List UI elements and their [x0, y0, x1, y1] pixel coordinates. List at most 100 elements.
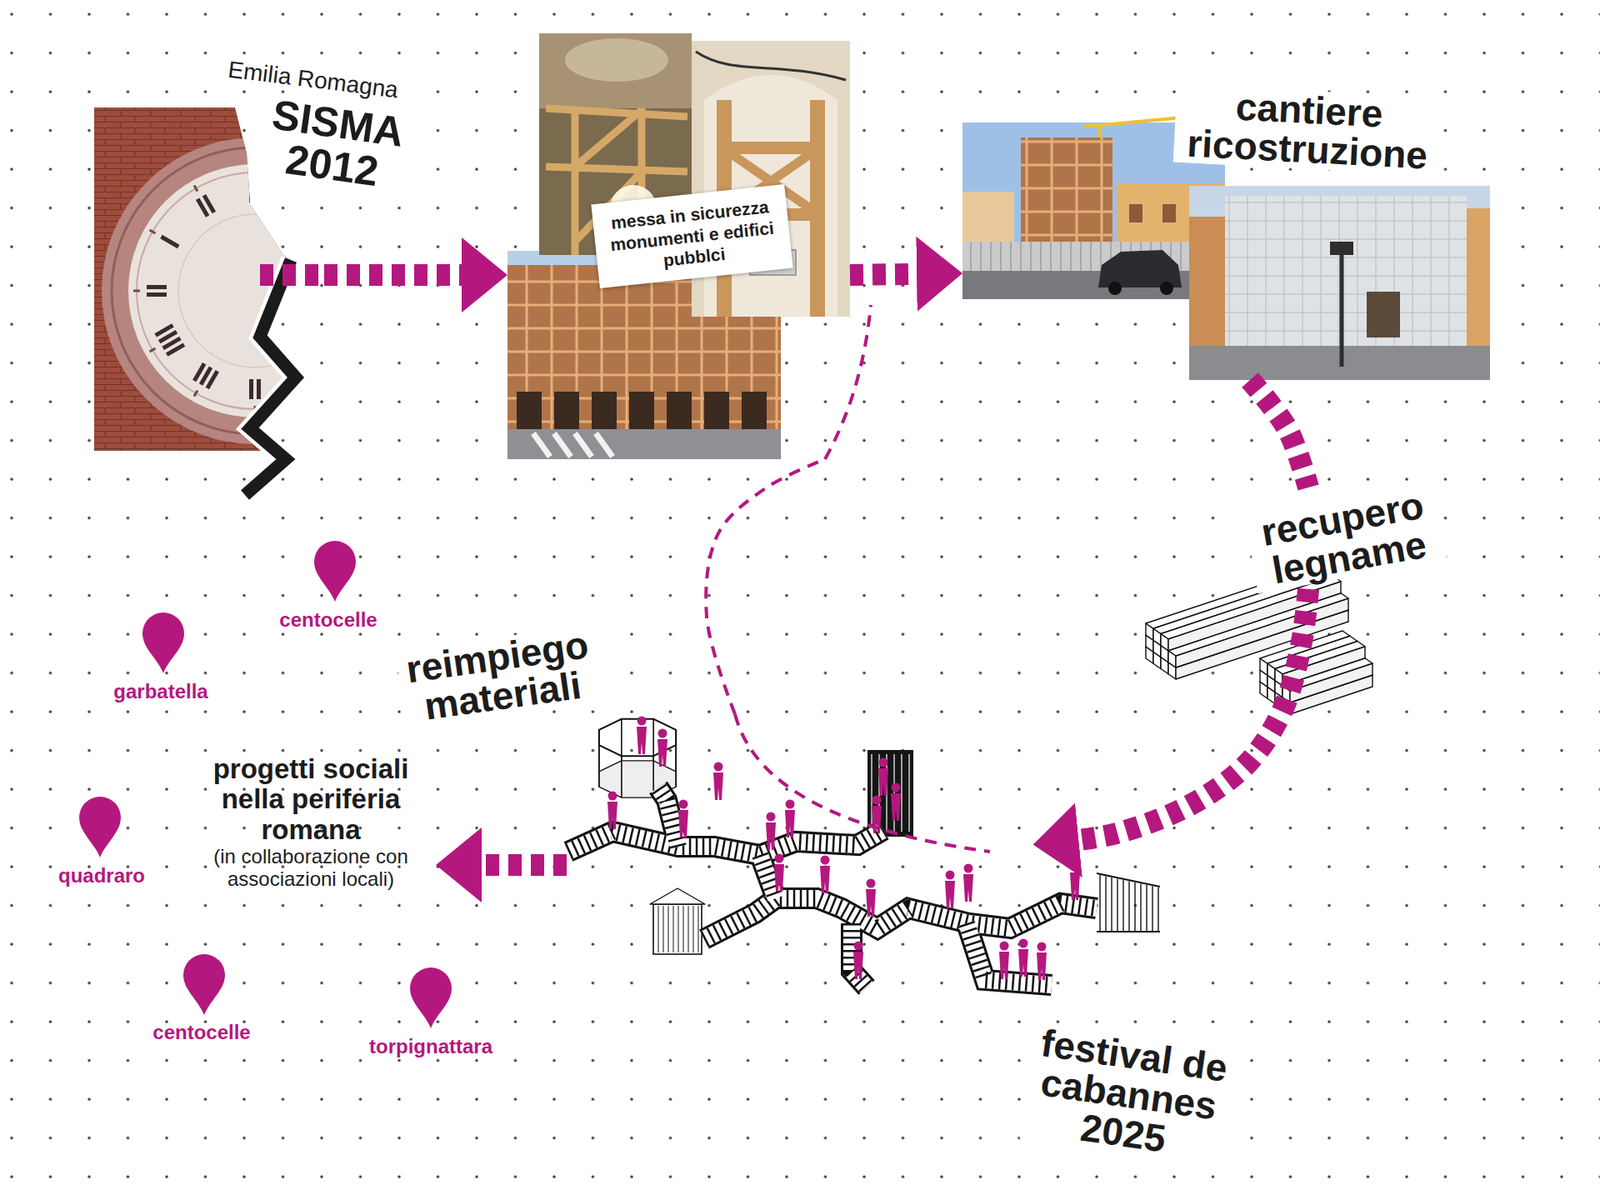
festival-walkway-drawing	[1122, 880, 1124, 932]
clock-numeral-marks	[150, 230, 156, 234]
festival-walkway-drawing	[851, 923, 867, 988]
flow-arrow	[850, 274, 930, 275]
clock-numeral-marks	[256, 379, 261, 400]
festival-walkway-drawing	[1018, 949, 1029, 977]
clock-numeral-marks	[160, 235, 180, 249]
festival-walkway-drawing	[867, 750, 914, 837]
festival-walkway-drawing	[908, 754, 910, 832]
festival-walkway-drawing	[854, 941, 864, 951]
map-pin	[183, 954, 225, 1015]
clock-numeral-marks	[249, 379, 261, 400]
clock-numeral-marks	[343, 296, 364, 301]
construction-photo	[1160, 281, 1174, 295]
festival-walkway-drawing	[870, 754, 872, 832]
festival-walkway-drawing	[568, 830, 884, 855]
interior-photo	[716, 141, 825, 155]
construction-photo	[962, 241, 1225, 271]
timber-recovery: recupero legname	[1241, 487, 1450, 590]
reuse-loop-part	[825, 305, 871, 460]
clock-numeral-marks	[133, 169, 377, 413]
festival-walkway-drawing	[678, 905, 680, 953]
festival-walkway-drawing	[568, 830, 884, 855]
festival-walkway-drawing	[963, 874, 974, 902]
clock-numeral-marks	[312, 185, 316, 192]
festival-walkway-drawing	[890, 793, 901, 821]
arrow-tail	[260, 264, 325, 286]
festival-walkway-drawing	[1110, 877, 1112, 932]
clock-numeral-marks	[160, 235, 180, 249]
festival-walkway-drawing	[1099, 875, 1100, 932]
clock-numeral-marks	[297, 195, 311, 215]
festival-walkway-drawing	[657, 739, 668, 767]
place-name: centocelle	[279, 608, 377, 632]
clock-numeral-marks	[249, 182, 254, 203]
flow-arrow	[1065, 589, 1309, 842]
clock-numeral-marks	[312, 390, 316, 397]
interior-photo	[695, 51, 846, 80]
clock-tower-photo	[136, 172, 374, 410]
earthquake-photo: Emilia RomagnaSISMA 2012	[94, 107, 325, 451]
clock-numeral-marks	[195, 194, 216, 218]
festival-walkway-drawing	[636, 726, 647, 755]
festival-walkway-drawing	[1019, 939, 1029, 949]
construction-photo	[1366, 291, 1400, 338]
festival-walkway-drawing	[693, 905, 695, 953]
festival-walkway-drawing	[1036, 952, 1047, 980]
clock-numeral-marks	[343, 289, 364, 294]
festival-walkway-drawing	[785, 810, 795, 838]
clock-numeral-marks	[192, 362, 206, 382]
festival-walkway-drawing	[673, 905, 675, 953]
step-heading: festival de cabannes 2025	[1019, 1022, 1238, 1167]
festival-walkway-drawing	[608, 791, 618, 801]
festival-walkway-drawing	[663, 905, 665, 953]
festival-walkway-drawing	[1157, 887, 1159, 932]
map-pin	[142, 612, 185, 674]
festival-walkway-drawing	[774, 864, 785, 892]
clock-numeral-marks	[332, 330, 352, 344]
festival-walkway-drawing	[853, 951, 864, 980]
place-name: quadraro	[58, 864, 145, 888]
building-photo	[629, 391, 655, 430]
festival-walkway-drawing	[879, 758, 889, 768]
festival-walkway-drawing	[760, 855, 776, 899]
festival-walkway-drawing	[1096, 873, 1160, 932]
process-label: reimpiego materiali	[395, 624, 605, 730]
festival-walkway-drawing	[878, 768, 889, 796]
festival-walkway-drawing	[620, 719, 623, 761]
construction-photo	[1466, 208, 1490, 346]
festival-walkway-drawing	[945, 870, 955, 880]
clock-numeral-marks	[256, 182, 261, 203]
festival-walkway-drawing	[760, 855, 776, 899]
festival-walkway-drawing	[872, 795, 882, 805]
clock-numeral-marks	[328, 231, 352, 252]
festival-walkway-drawing	[652, 719, 655, 761]
step-note: (in collaborazione con associazioni loca…	[185, 845, 436, 891]
flow-arrow	[1250, 380, 1309, 488]
festival-walkway-drawing	[766, 812, 776, 822]
festival-walkway-drawing	[851, 923, 867, 988]
construction-photo	[1098, 250, 1182, 288]
place-name: garbatella	[113, 680, 208, 704]
festival-walkway-drawing	[851, 923, 867, 988]
clock-numeral-marks	[146, 285, 167, 297]
construction-photo	[1129, 204, 1143, 223]
festival-walkway-drawing	[1070, 862, 1080, 872]
festival-walkway-drawing	[704, 898, 1097, 940]
social-projects: progetti sociali nella periferia romana(…	[185, 754, 436, 891]
building-photo	[554, 391, 580, 430]
building-photo	[516, 391, 542, 430]
festival-walkway-drawing	[698, 905, 700, 953]
map-pin	[314, 540, 356, 602]
construction-photo	[1189, 216, 1227, 346]
construction-photo	[1225, 195, 1467, 355]
interior-photo	[565, 38, 669, 82]
clock-numeral-marks	[146, 292, 167, 297]
festival-walkway-drawing	[679, 800, 689, 810]
event-heading: SISMA 2012	[254, 92, 416, 198]
festival-walkway-drawing	[820, 855, 830, 865]
clock-numeral-marks	[133, 290, 140, 293]
earthquake-crack	[245, 260, 296, 495]
